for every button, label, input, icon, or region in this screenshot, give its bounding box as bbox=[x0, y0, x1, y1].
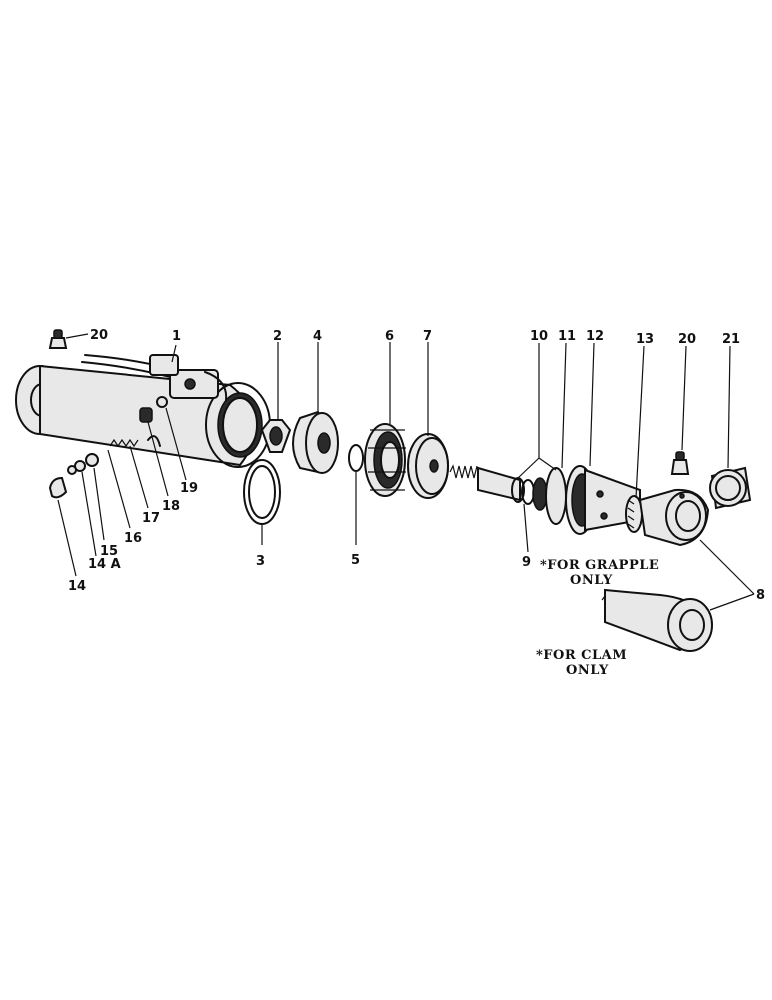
grease-fitting-left bbox=[48, 329, 89, 349]
leader-lines bbox=[57, 342, 755, 611]
callout-11: 11 bbox=[558, 329, 576, 344]
note-clam-line1: *FOR CLAM bbox=[536, 648, 627, 663]
callout-14a: 14 A bbox=[88, 557, 121, 572]
callout-2: 2 bbox=[273, 329, 282, 344]
callout-13: 13 bbox=[636, 332, 654, 347]
callout-3: 3 bbox=[256, 554, 265, 569]
callout-6: 6 bbox=[385, 329, 394, 344]
callout-9: 9 bbox=[522, 555, 531, 570]
piston-head bbox=[407, 433, 449, 499]
rod-eye-clam bbox=[601, 588, 713, 652]
piston-seal bbox=[364, 423, 406, 497]
note-grapple-line1: *FOR GRAPPLE bbox=[540, 558, 659, 573]
callout-5: 5 bbox=[351, 553, 360, 568]
callout-18: 18 bbox=[162, 499, 180, 514]
note-grapple-line2: ONLY bbox=[570, 573, 613, 588]
gland bbox=[292, 410, 339, 474]
o-ring bbox=[348, 444, 364, 472]
callout-15: 15 bbox=[100, 544, 118, 559]
piston-rod bbox=[449, 464, 641, 535]
snap-ring bbox=[243, 459, 281, 525]
small-parts-group bbox=[48, 396, 168, 499]
callout-1: 1 bbox=[172, 329, 181, 344]
callout-14: 14 bbox=[68, 579, 86, 594]
callout-10: 10 bbox=[530, 329, 548, 344]
nut bbox=[260, 419, 292, 453]
callout-20-left: 20 bbox=[90, 328, 108, 343]
callout-17: 17 bbox=[142, 511, 160, 526]
callout-12: 12 bbox=[586, 329, 604, 344]
bushing bbox=[709, 466, 752, 510]
grease-fitting-right bbox=[670, 451, 690, 475]
notes: *FOR GRAPPLE ONLY *FOR CLAM ONLY bbox=[536, 558, 659, 678]
callout-20-right: 20 bbox=[678, 332, 696, 347]
rod-eye-grapple bbox=[638, 488, 710, 547]
callout-16: 16 bbox=[124, 531, 142, 546]
callout-19: 19 bbox=[180, 481, 198, 496]
callout-21: 21 bbox=[722, 332, 740, 347]
note-clam-line2: ONLY bbox=[566, 663, 609, 678]
callout-4: 4 bbox=[313, 329, 322, 344]
callout-8: 8 bbox=[756, 588, 765, 603]
callout-7: 7 bbox=[423, 329, 432, 344]
callout-labels: 20 1 2 4 6 7 10 11 12 13 20 21 19 18 17 … bbox=[68, 328, 765, 603]
